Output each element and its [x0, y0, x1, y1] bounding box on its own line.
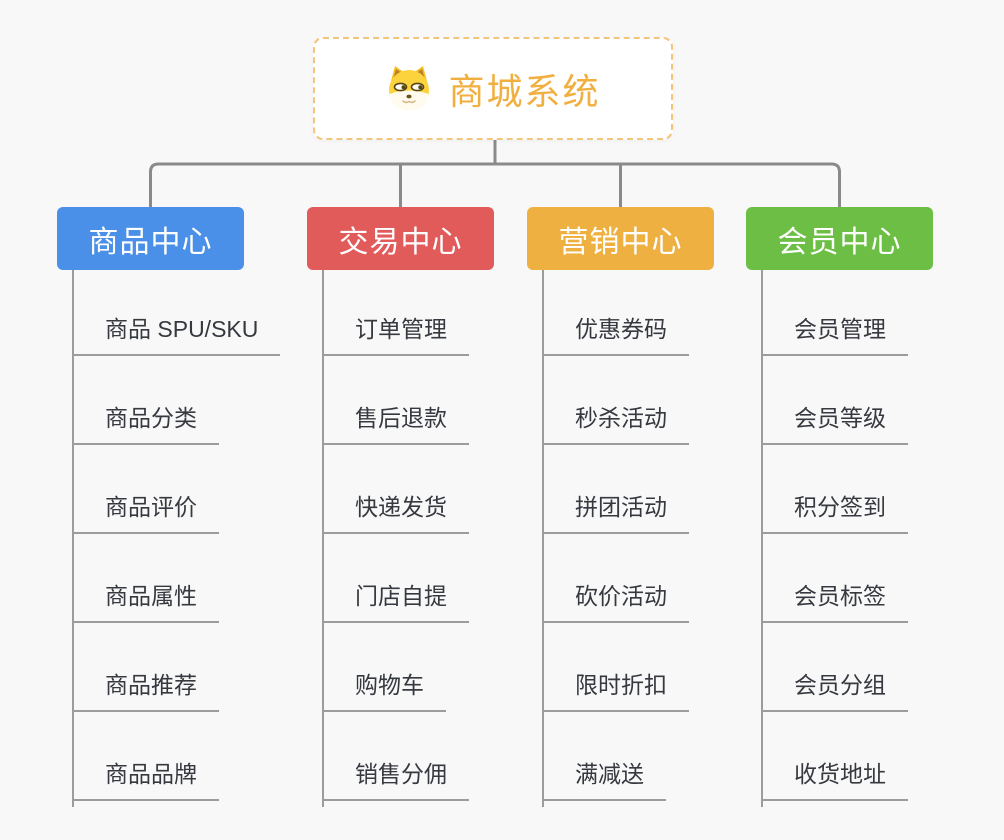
leaf-item[interactable]: 积分签到	[761, 490, 908, 534]
root-node[interactable]: 商城系统	[313, 37, 673, 140]
leaf-item[interactable]: 商品 SPU/SKU	[72, 312, 281, 356]
leaf-item[interactable]: 商品属性	[72, 579, 219, 623]
leaf-list: 会员管理会员等级积分签到会员标签会员分组收货地址	[761, 312, 996, 801]
root-title: 商城系统	[448, 70, 601, 112]
leaf-item[interactable]: 优惠券码	[542, 312, 689, 356]
leaf-item[interactable]: 收货地址	[761, 757, 908, 801]
leaf-item[interactable]: 满减送	[542, 757, 666, 801]
leaf-item[interactable]: 门店自提	[322, 579, 469, 623]
leaf-item[interactable]: 会员管理	[761, 312, 908, 356]
branch-node[interactable]: 商品中心	[57, 207, 244, 270]
trunk-line	[542, 270, 544, 807]
leaf-list: 订单管理售后退款快递发货门店自提购物车销售分佣	[322, 312, 557, 801]
branch-column: 营销中心优惠券码秒杀活动拼团活动砍价活动限时折扣满减送	[527, 207, 777, 807]
branch-column: 会员中心会员管理会员等级积分签到会员标签会员分组收货地址	[746, 207, 996, 807]
leaf-list: 商品 SPU/SKU 商品分类商品评价商品属性商品推荐商品品牌	[72, 312, 307, 801]
leaf-item[interactable]: 会员等级	[761, 401, 908, 445]
leaf-item[interactable]: 快递发货	[322, 490, 469, 534]
branch-node[interactable]: 营销中心	[527, 207, 714, 270]
trunk-line	[322, 270, 324, 807]
branch-column: 商品中心商品 SPU/SKU 商品分类商品评价商品属性商品推荐商品品牌	[57, 207, 307, 807]
leaf-item[interactable]: 商品推荐	[72, 668, 219, 712]
leaf-item[interactable]: 会员分组	[761, 668, 908, 712]
branch-node[interactable]: 交易中心	[307, 207, 494, 270]
trunk-line	[761, 270, 763, 807]
leaf-item[interactable]: 商品品牌	[72, 757, 219, 801]
leaf-item[interactable]: 订单管理	[322, 312, 469, 356]
leaf-item[interactable]: 商品分类	[72, 401, 219, 445]
leaf-item[interactable]: 拼团活动	[542, 490, 689, 534]
leaf-item[interactable]: 会员标签	[761, 579, 908, 623]
bus-line	[149, 162, 841, 209]
leaf-item[interactable]: 购物车	[322, 668, 446, 712]
branch-node[interactable]: 会员中心	[746, 207, 933, 270]
leaf-item[interactable]: 销售分佣	[322, 757, 469, 801]
leaf-item[interactable]: 砍价活动	[542, 579, 689, 623]
branch-column: 交易中心订单管理售后退款快递发货门店自提购物车销售分佣	[307, 207, 557, 807]
leaf-item[interactable]: 售后退款	[322, 401, 469, 445]
leaf-item[interactable]: 限时折扣	[542, 668, 689, 712]
leaf-item[interactable]: 商品评价	[72, 490, 219, 534]
leaf-item[interactable]: 秒杀活动	[542, 401, 689, 445]
leaf-list: 优惠券码秒杀活动拼团活动砍价活动限时折扣满减送	[542, 312, 777, 801]
doge-icon	[385, 65, 433, 113]
trunk-line	[72, 270, 74, 807]
